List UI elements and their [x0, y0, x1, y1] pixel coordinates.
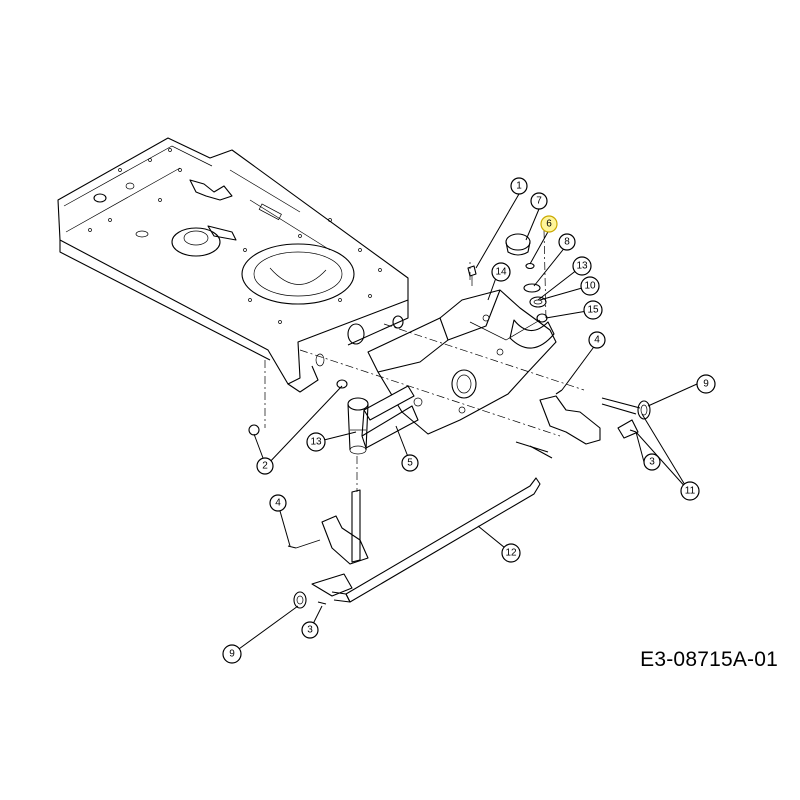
svg-text:7: 7	[536, 196, 542, 207]
callout-8[interactable]: 8	[558, 233, 576, 251]
callout-15[interactable]: 15	[583, 300, 603, 320]
diagram-code-label: E3-08715A-01	[640, 648, 778, 671]
callout-2[interactable]: 2	[256, 457, 274, 475]
svg-text:4: 4	[275, 498, 281, 509]
callout-3-left[interactable]: 3	[301, 621, 319, 639]
svg-text:11: 11	[685, 486, 696, 497]
svg-text:13: 13	[310, 437, 322, 448]
callout-7[interactable]: 7	[530, 192, 548, 210]
callout-4-left[interactable]: 4	[269, 494, 287, 512]
front-axle-bracket	[367, 289, 557, 435]
svg-text:4: 4	[594, 335, 600, 346]
svg-text:3: 3	[649, 457, 655, 468]
svg-text:10: 10	[584, 281, 596, 292]
callout-13-left[interactable]: 13	[306, 432, 326, 452]
callout-6-highlighted[interactable]: 6	[540, 215, 558, 233]
tie-rod	[331, 477, 541, 603]
left-spindle	[293, 489, 369, 609]
svg-text:13: 13	[576, 261, 588, 272]
callout-5[interactable]: 5	[401, 454, 419, 472]
svg-text:5: 5	[407, 458, 413, 469]
svg-text:1: 1	[516, 181, 522, 192]
callout-11[interactable]: 11	[680, 481, 700, 501]
right-spindle	[515, 395, 651, 459]
frame-chassis	[57, 137, 409, 393]
callout-12[interactable]: 12	[501, 543, 521, 563]
callout-14[interactable]: 14	[491, 262, 511, 282]
callout-10[interactable]: 10	[580, 276, 600, 296]
callout-4-right[interactable]: 4	[588, 331, 606, 349]
svg-text:3: 3	[307, 625, 313, 636]
part-callouts: 1 2 3 3 4 4 5 6 7 8 9 9 10 11 12 13 13 1…	[222, 177, 716, 664]
svg-text:9: 9	[703, 379, 709, 390]
svg-text:2: 2	[262, 461, 268, 472]
callout-9-right[interactable]: 9	[696, 374, 716, 394]
svg-text:8: 8	[564, 237, 570, 248]
svg-text:9: 9	[229, 649, 235, 660]
svg-text:6: 6	[546, 219, 552, 230]
callout-13-right[interactable]: 13	[572, 256, 592, 276]
callout-1[interactable]: 1	[510, 177, 528, 195]
callout-3-right[interactable]: 3	[643, 453, 661, 471]
axle-beam	[347, 385, 419, 455]
assembly-centerlines	[264, 229, 585, 492]
callout-9-left[interactable]: 9	[222, 644, 242, 664]
svg-text:14: 14	[495, 267, 507, 278]
svg-text:12: 12	[505, 548, 517, 559]
svg-text:15: 15	[587, 305, 599, 316]
